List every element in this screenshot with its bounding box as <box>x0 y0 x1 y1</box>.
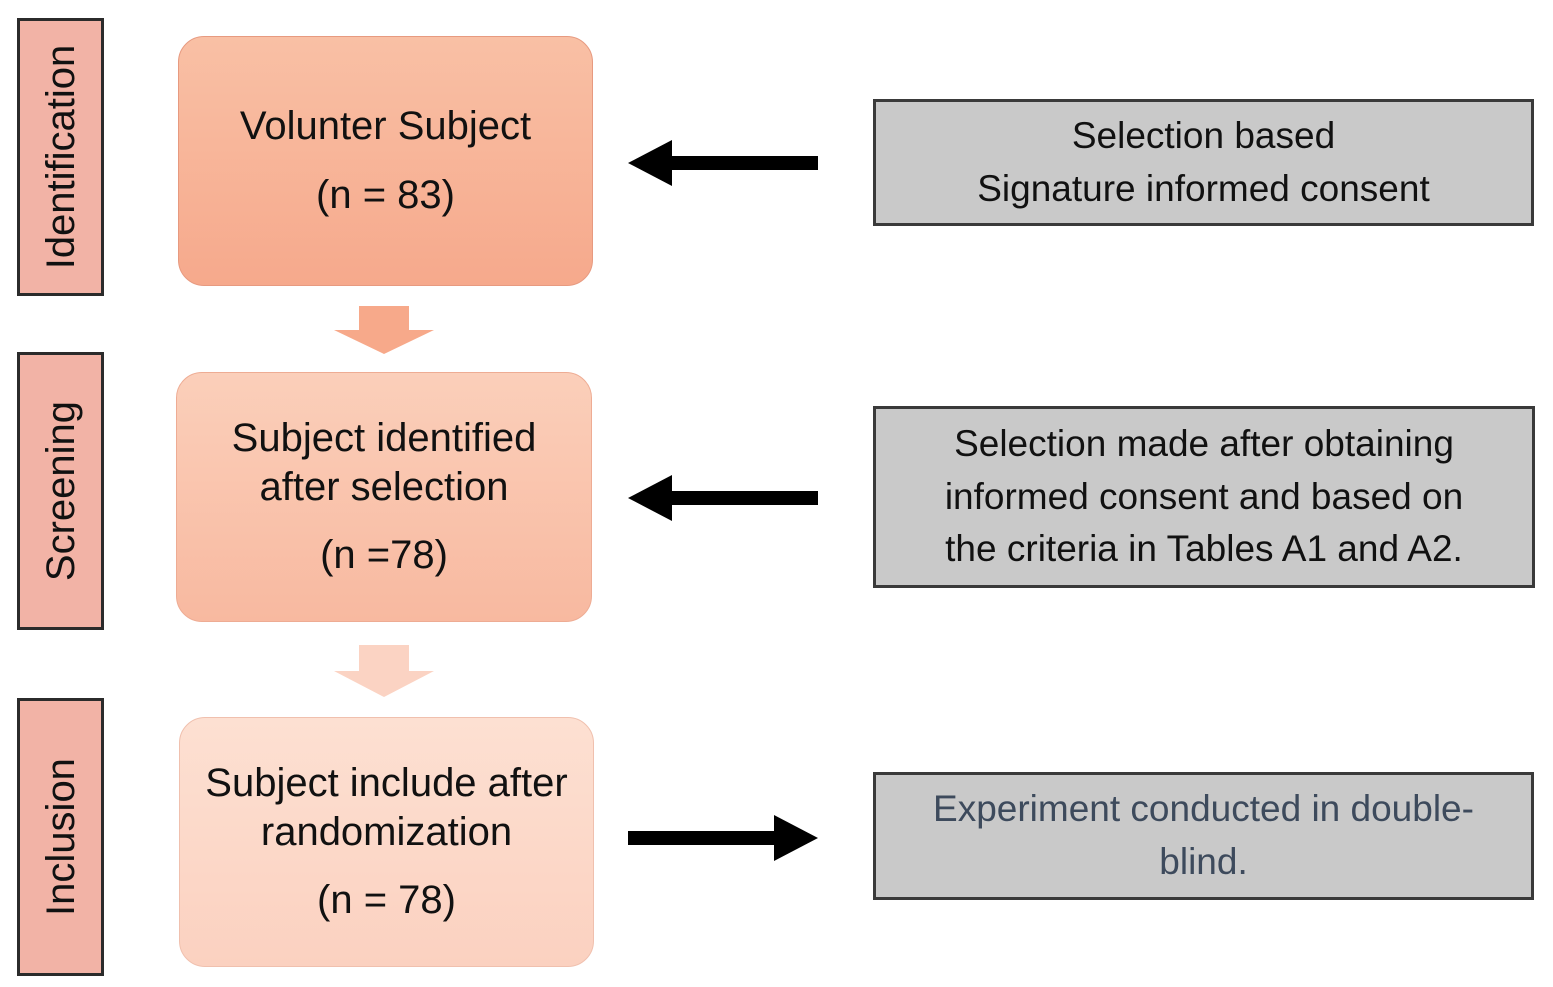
step-box-subject-identified: Subject identified after selection (n =7… <box>176 372 592 622</box>
step-title-line: Subject identified <box>231 415 537 460</box>
note-line: Experiment conducted in double- <box>933 788 1474 830</box>
step-box-volunteer-subject: Volunter Subject (n = 83) <box>178 36 593 286</box>
step-count: (n = 78) <box>317 878 456 923</box>
arrow-down-icon <box>334 645 434 697</box>
note-line: blind. <box>1159 841 1248 882</box>
step-count: (n =78) <box>320 533 448 578</box>
step-title-line: Volunter Subject <box>239 104 532 149</box>
stage-label-text: Screening <box>38 400 83 582</box>
note-line: Signature informed consent <box>977 167 1430 209</box>
step-box-subject-included: Subject include after randomization (n =… <box>179 717 594 967</box>
arrow-left-icon <box>628 140 818 186</box>
note-line: informed consent and based on <box>944 475 1464 517</box>
note-line: Selection based <box>1071 114 1336 156</box>
arrow-right-icon <box>628 815 818 861</box>
note-line: the criteria in Tables A1 and A2. <box>945 528 1463 570</box>
step-title-line: randomization <box>260 809 513 854</box>
stage-label-text: Identification <box>38 44 83 270</box>
stage-label-text: Inclusion <box>38 758 83 916</box>
step-title-line: Subject include after <box>205 760 568 805</box>
step-title-line: after selection <box>259 464 509 509</box>
note-box-selection-criteria: Selection made after obtaining informed … <box>873 406 1535 588</box>
step-count: (n = 83) <box>316 173 455 217</box>
note-box-double-blind: Experiment conducted in double- blind. <box>873 772 1534 900</box>
stage-label-inclusion: Inclusion <box>17 698 104 976</box>
note-line: Selection made after obtaining <box>954 423 1454 465</box>
stage-label-identification: Identification <box>17 18 104 296</box>
stage-label-screening: Screening <box>17 352 104 630</box>
arrow-left-icon <box>628 475 818 521</box>
arrow-down-icon <box>334 306 434 354</box>
note-box-selection-based: Selection based Signature informed conse… <box>873 99 1534 226</box>
